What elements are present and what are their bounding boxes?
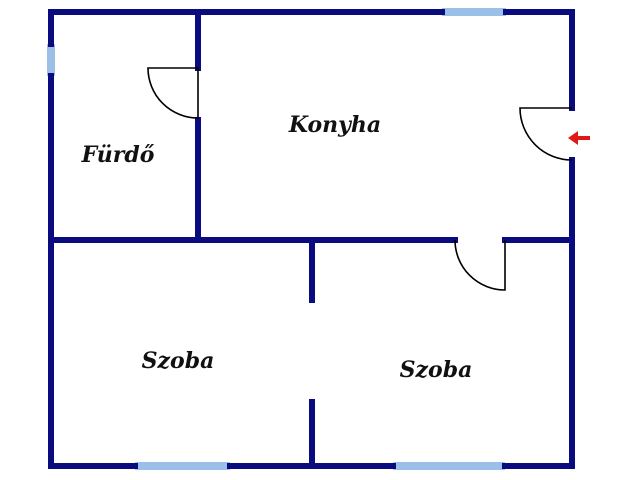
door-entrance [519,107,573,161]
window-top-kitchen [442,8,506,16]
door-room-right [454,239,506,291]
room-label-kitchen: Konyha [288,112,381,138]
window-bottom-left-room [135,462,230,470]
door-bathroom [147,67,199,119]
entrance-arrow-icon [568,131,590,145]
room-label-left: Szoba [142,348,215,374]
window-bottom-right-room [393,462,505,470]
window-left-bathroom [47,44,55,76]
doors [147,67,573,291]
windows [47,8,506,470]
room-label-bathroom: Fürdő [81,142,155,168]
room-label-right: Szoba [400,357,473,383]
walls [48,9,575,469]
